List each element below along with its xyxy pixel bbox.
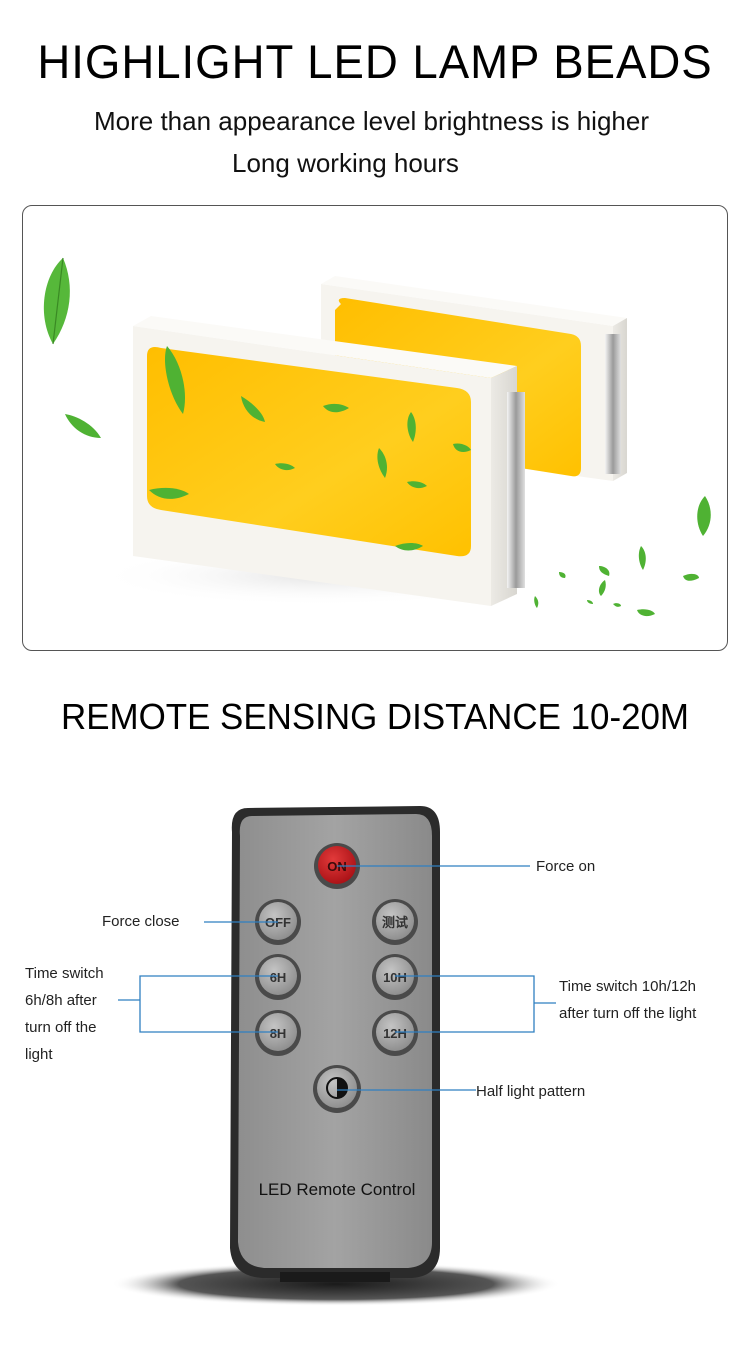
timer-6h-label: 6H — [270, 970, 287, 985]
callout-half-light: Half light pattern — [476, 1083, 586, 1100]
remote-illustration: ON OFF 测试 6H 10H 8H 12H LED Remote — [111, 806, 561, 1306]
led-bead-illustration-panel — [22, 205, 728, 651]
callout-right-timer-line2: after turn off the light — [559, 1005, 697, 1022]
callout-left-timer-line1: Time switch — [25, 965, 104, 982]
callout-force-close: Force close — [102, 913, 180, 930]
floor-shadow — [111, 1262, 561, 1306]
callout-left-timer-line4: light — [25, 1046, 53, 1063]
timer-12h-button[interactable]: 12H — [372, 1010, 418, 1056]
page-title: HIGHLIGHT LED LAMP BEADS — [37, 35, 713, 88]
test-button[interactable]: 测试 — [372, 899, 418, 945]
callout-right-timer: Time switch 10h/12h after turn off the l… — [559, 973, 696, 1027]
callout-lines — [118, 865, 556, 1091]
subtitle-hours: Long working hours — [232, 148, 459, 178]
off-button-label: OFF — [265, 915, 291, 930]
subtitle-brightness: More than appearance level brightness is… — [94, 106, 650, 136]
remote-brand-label: LED Remote Control — [259, 1180, 416, 1199]
led-bead-front — [93, 316, 553, 606]
callout-left-timer: Time switch 6h/8h after turn off the lig… — [25, 960, 135, 1068]
half-light-button[interactable] — [313, 1065, 361, 1113]
timer-10h-label: 10H — [383, 970, 407, 985]
test-button-label: 测试 — [382, 915, 408, 930]
timer-6h-button[interactable]: 6H — [255, 954, 301, 1000]
callout-right-timer-line1: Time switch 10h/12h — [559, 978, 697, 995]
leaf-decorations — [43, 257, 711, 617]
timer-10h-button[interactable]: 10H — [372, 954, 418, 1000]
remote-distance-title: REMOTE SENSING DISTANCE 10-20M — [60, 696, 690, 737]
callout-force-on: Force on — [536, 858, 596, 875]
callout-left-timer-line3: turn off the — [25, 1019, 97, 1036]
callout-left-timer-line2: 6h/8h after — [25, 992, 97, 1009]
half-moon-icon — [326, 1077, 348, 1099]
led-bead-illustration — [43, 257, 711, 617]
timer-8h-button[interactable]: 8H — [255, 1010, 301, 1056]
timer-12h-label: 12H — [383, 1026, 407, 1041]
timer-8h-label: 8H — [270, 1026, 287, 1041]
